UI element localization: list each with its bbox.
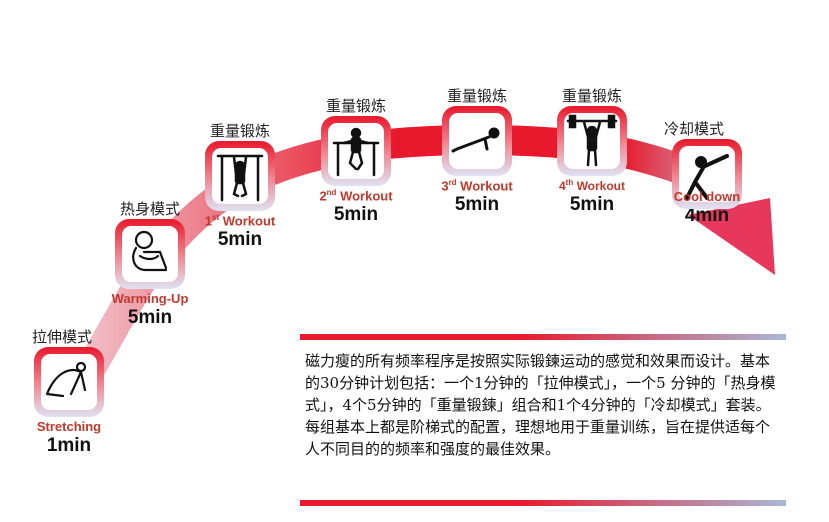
ordinal-number: 1 [204,213,212,229]
step-workout-1: 重量锻炼 1st Workout 5min [185,121,295,251]
push-up-icon [449,113,505,169]
step-name-text: Workout [336,188,393,204]
step-workout-3: 重量锻炼 3rd Workout 5min [422,86,532,216]
mode-title: 重量锻炼 [209,122,270,140]
step-duration: 5min [333,204,379,226]
ordinal-suffix: nd [326,188,337,197]
ordinal-suffix: th [565,178,574,187]
step-name: 3rd Workout [422,178,532,193]
weightlifting-icon [564,113,620,169]
step-name: 1st Workout [185,213,295,228]
step-duration: 1min [46,435,92,456]
dip-icon [328,123,384,179]
ordinal-suffix: rd [448,178,457,187]
ordinal-number: 2 [319,188,327,204]
stretching-icon [41,354,97,410]
mode-title: 重量锻炼 [561,87,622,105]
step-cool-down: 冷却模式 Cool down 4min [652,119,762,227]
icon-frame [672,139,742,209]
step-duration: 5min [217,229,263,251]
pull-up-icon [212,148,268,204]
divider-bottom [300,500,786,506]
step-name: Warming-Up [111,291,189,306]
mode-title: 重量锻炼 [325,97,386,115]
description-text: 磁力瘦的所有频率程序是按照实际锻鍊运动的感觉和效果而设计。基本的30分钟计划包括… [305,352,776,458]
icon-frame [557,106,627,176]
step-name: 2nd Workout [301,188,411,203]
step-duration: 4min [684,205,730,226]
step-warming-up: 热身模式 Warming-Up 5min [95,199,205,329]
icon-frame [321,116,391,186]
step-duration: 5min [454,194,500,216]
warming-up-icon [122,226,178,282]
step-name: 4th Workout [537,178,647,193]
mode-title: 热身模式 [119,200,180,218]
cool-down-stretch-icon [679,146,735,202]
step-duration: 5min [127,307,173,328]
step-name-text: Workout [456,178,513,194]
step-duration: 5min [569,194,615,215]
icon-frame [205,141,275,211]
step-workout-4: 重量锻炼 4th Workout 5min [537,86,647,216]
step-name: Cool down [673,189,741,204]
icon-frame [115,219,185,289]
mode-title: 冷却模式 [664,120,725,138]
step-name-text: Workout [219,213,276,229]
ordinal-number: 3 [441,178,449,194]
ordinal-number: 4 [558,179,566,193]
icon-frame [34,347,104,417]
divider-top [300,334,786,340]
ordinal-suffix: st [212,213,220,222]
step-name-text: Workout [573,179,626,193]
step-name: Stretching [36,419,102,434]
step-workout-2: 重量锻炼 2nd Workout 5min [301,96,411,226]
mode-title: 拉伸模式 [32,328,93,346]
step-stretching: 拉伸模式 Stretching 1min [14,327,124,457]
mode-title: 重量锻炼 [446,87,507,105]
icon-frame [442,106,512,176]
